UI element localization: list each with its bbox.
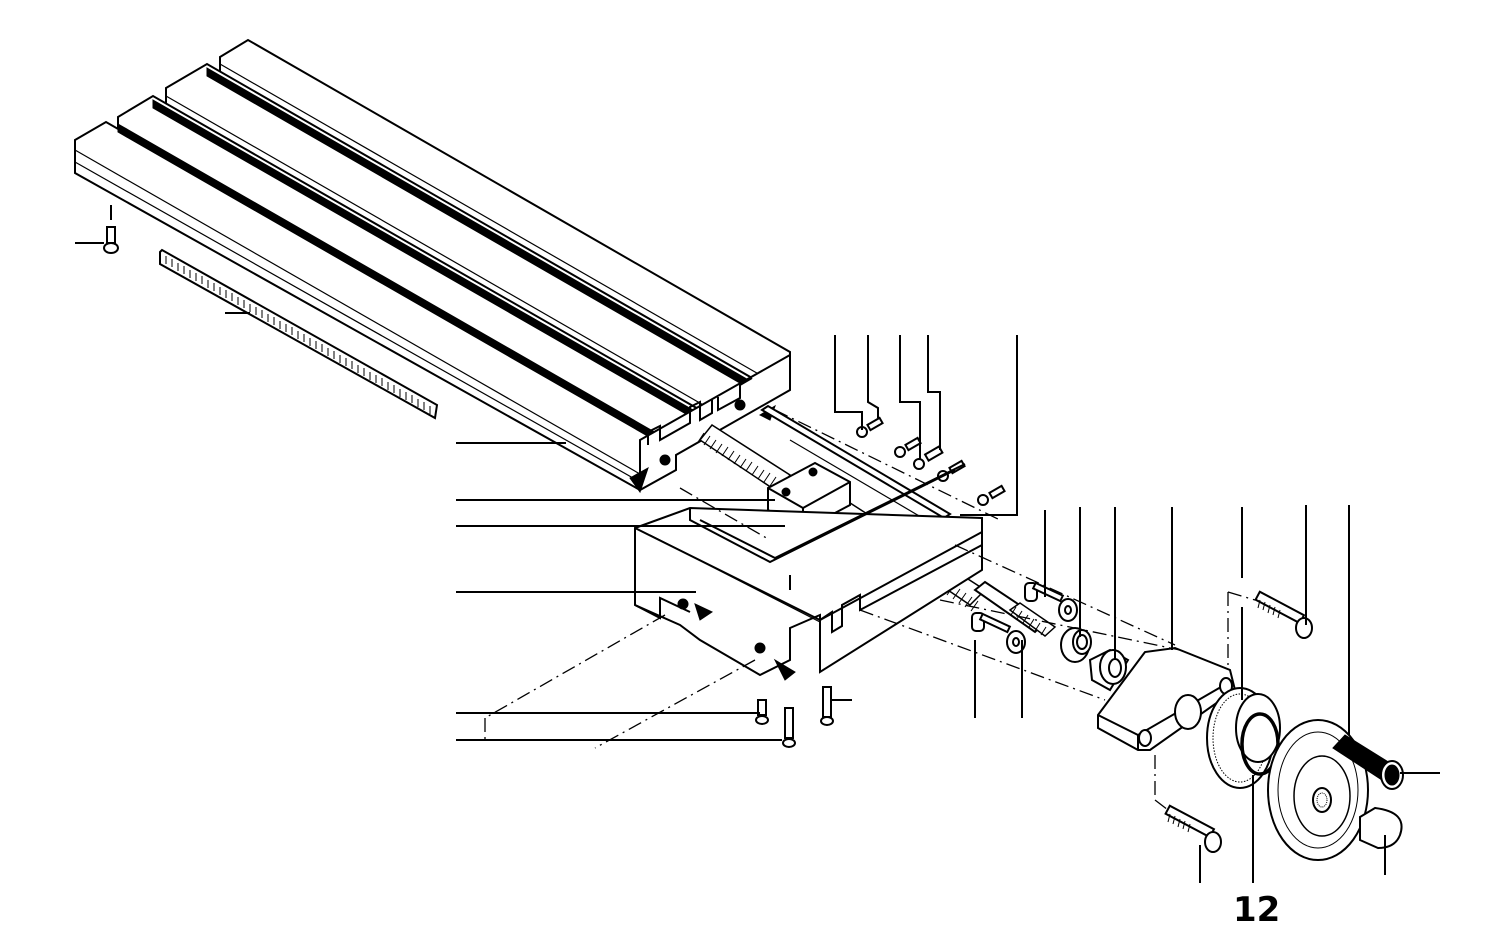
socket-cap-screws: [755, 686, 834, 748]
bushing: [1088, 648, 1130, 692]
callout-label-12: 12: [1233, 890, 1281, 930]
socket-cap-screws-bracket: [971, 581, 1078, 654]
leader-lines: [75, 242, 1440, 883]
bracket-screws: [1164, 590, 1313, 853]
retaining-ring: [1240, 712, 1280, 776]
table-screw: [103, 205, 119, 254]
cross-slide-saddle: [634, 463, 983, 681]
acorn-nut: [1359, 806, 1403, 850]
scale-rack: [159, 248, 439, 420]
center-lines: [484, 409, 1256, 811]
bearing: [1060, 627, 1092, 663]
handle-sleeve: [1332, 734, 1404, 790]
t-slot-table: [74, 38, 791, 494]
